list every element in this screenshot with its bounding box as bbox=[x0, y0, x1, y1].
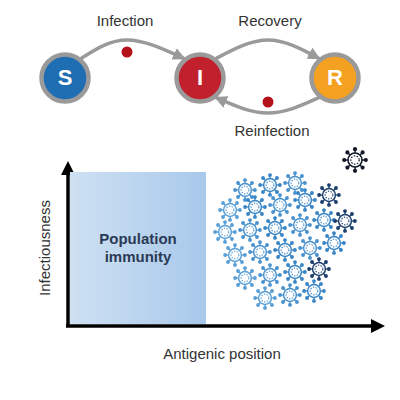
transition-arrow bbox=[217, 40, 319, 58]
compartment-circle: R bbox=[309, 52, 361, 104]
transition-arrow bbox=[217, 98, 319, 113]
compartment-letter: I bbox=[197, 65, 203, 91]
immunity-band: Population immunity bbox=[70, 172, 206, 324]
virus-cluster bbox=[214, 148, 367, 309]
transition-arrow bbox=[82, 40, 184, 58]
pathogen-dot bbox=[122, 47, 133, 58]
x-axis bbox=[66, 324, 378, 328]
compartment-circle: I bbox=[174, 52, 226, 104]
axis-label: Antigenic position bbox=[163, 345, 281, 362]
transition-label: Reinfection bbox=[234, 122, 309, 139]
compartment-circle: S bbox=[39, 52, 91, 104]
transition-label: Infection bbox=[97, 12, 154, 29]
axis-label: Infectiousness bbox=[36, 200, 53, 296]
compartment-letter: S bbox=[58, 65, 73, 91]
circle-fill bbox=[177, 55, 224, 102]
compartment-letter: R bbox=[327, 65, 343, 91]
pathogen-dot bbox=[263, 97, 274, 108]
circle-fill bbox=[42, 55, 89, 102]
transition-label: Recovery bbox=[238, 12, 301, 29]
band-label: Population immunity bbox=[76, 230, 200, 266]
circle-fill bbox=[312, 55, 359, 102]
